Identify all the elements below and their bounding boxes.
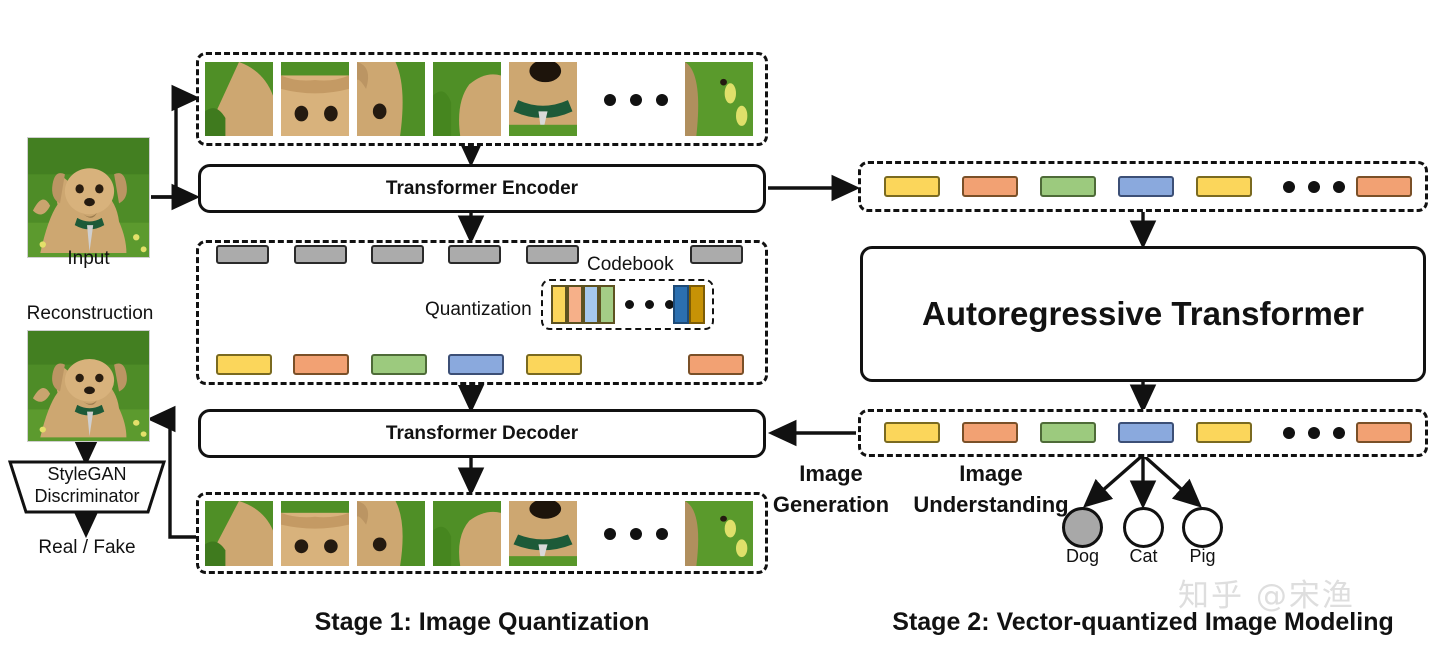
- latent-token: [216, 245, 269, 264]
- reconstruction-label: Reconstruction: [26, 303, 154, 324]
- transformer-encoder-label: Transformer Encoder: [385, 177, 579, 199]
- sequence-token: [962, 422, 1018, 443]
- sequence-token: [1040, 176, 1096, 197]
- latent-token: [526, 245, 579, 264]
- transformer-decoder-label: Transformer Decoder: [385, 422, 579, 444]
- image-understanding-label-line1: Image: [959, 461, 1023, 486]
- sequence-token: [1118, 422, 1174, 443]
- input-patch: [509, 62, 577, 136]
- class-label-cat: Cat: [1129, 546, 1158, 566]
- stage1-caption: Stage 1: Image Quantization: [314, 608, 650, 636]
- transformer-decoder: Transformer Decoder: [198, 409, 766, 458]
- discriminator-label-line1: StyleGAN: [47, 464, 127, 484]
- quantized-token: [216, 354, 272, 375]
- class-circle-dog[interactable]: [1062, 507, 1103, 548]
- latent-token: [690, 245, 743, 264]
- input-patch: [205, 62, 273, 136]
- sequence-ellipsis-bottom: [1283, 427, 1345, 439]
- input-patch: [281, 62, 349, 136]
- codebook-entry: [551, 285, 567, 324]
- stage2-caption: Stage 2: Vector-quantized Image Modeling: [892, 608, 1394, 636]
- codebook-entry: [583, 285, 599, 324]
- codebook-entry: [673, 285, 689, 324]
- quantization-label: Quantization: [425, 299, 532, 320]
- arrow-input-to-patches: [151, 84, 201, 199]
- sequence-token: [884, 422, 940, 443]
- output-patch: [281, 501, 349, 566]
- image-generation-label-line1: Image: [799, 461, 863, 486]
- quantized-token: [448, 354, 504, 375]
- output-patches-ellipsis: [604, 528, 668, 540]
- input-patch: [357, 62, 425, 136]
- sequence-ellipsis-top: [1283, 181, 1345, 193]
- autoregressive-transformer-label: Autoregressive Transformer: [921, 295, 1364, 332]
- quantized-token: [688, 354, 744, 375]
- class-label-pig: Pig: [1189, 546, 1216, 566]
- stage2-token-sequence-top-container: [858, 161, 1428, 212]
- quantized-token: [371, 354, 427, 375]
- class-circle-pig[interactable]: [1182, 507, 1223, 548]
- sequence-token: [1196, 176, 1252, 197]
- output-patch: [433, 501, 501, 566]
- codebook-entry: [599, 285, 615, 324]
- stylegan-discriminator: [7, 460, 167, 514]
- image-generation-label-line2: Generation: [772, 492, 890, 517]
- input-patch: [433, 62, 501, 136]
- latent-token: [371, 245, 424, 264]
- class-circle-cat[interactable]: [1123, 507, 1164, 548]
- codebook-ellipsis: [625, 300, 674, 309]
- arrow-to-dog: [1082, 453, 1145, 508]
- codebook-entry: [567, 285, 583, 324]
- transformer-encoder: Transformer Encoder: [198, 164, 766, 213]
- latent-token: [448, 245, 501, 264]
- sequence-token: [1118, 176, 1174, 197]
- arrow-to-pig: [1141, 453, 1203, 508]
- quantized-token: [526, 354, 582, 375]
- real-fake-label: Real / Fake: [38, 537, 136, 558]
- codebook-label: Codebook: [587, 254, 674, 275]
- sequence-token: [962, 176, 1018, 197]
- discriminator-label-line2: Discriminator: [34, 486, 140, 506]
- input-patch: [685, 62, 753, 136]
- input-label: Input: [67, 248, 110, 269]
- codebook-entry: [689, 285, 705, 324]
- quantized-token: [293, 354, 349, 375]
- sequence-token: [1356, 422, 1412, 443]
- input-patches-ellipsis: [604, 94, 668, 106]
- sequence-token: [884, 176, 940, 197]
- input-image: [27, 137, 150, 258]
- image-understanding-label-line2: Understanding: [913, 492, 1069, 517]
- sequence-token: [1356, 176, 1412, 197]
- output-patch: [685, 501, 753, 566]
- class-label-dog: Dog: [1065, 546, 1100, 566]
- output-patch: [509, 501, 577, 566]
- sequence-token: [1040, 422, 1096, 443]
- output-patch: [357, 501, 425, 566]
- reconstruction-image: [27, 330, 150, 442]
- watermark: 知乎 @宋渔: [1178, 578, 1355, 614]
- output-patch: [205, 501, 273, 566]
- sequence-token: [1196, 422, 1252, 443]
- autoregressive-transformer: Autoregressive Transformer: [860, 246, 1426, 382]
- latent-token: [294, 245, 347, 264]
